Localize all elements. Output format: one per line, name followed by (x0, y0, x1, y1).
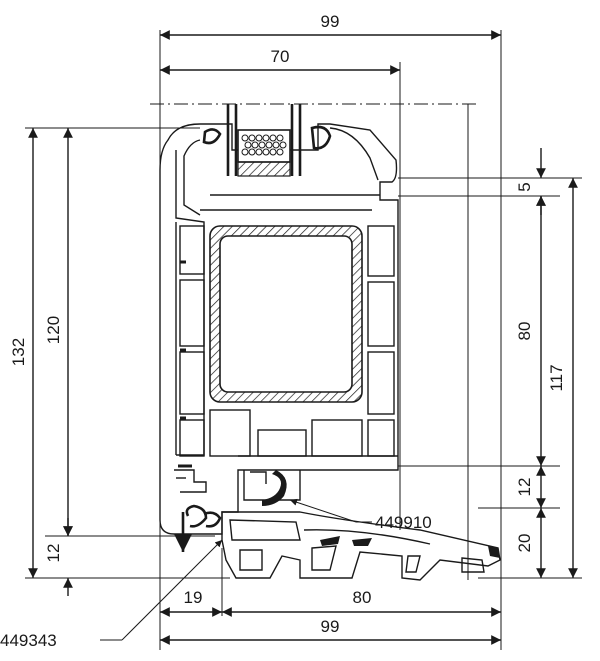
dim-right-12-label: 12 (515, 478, 534, 497)
left-dimension-12: 12 (44, 518, 73, 596)
dim-bottom-19-label: 19 (184, 588, 203, 607)
right-dimension-117: 117 (547, 178, 578, 578)
sash-profile (159, 104, 399, 535)
dim-right-80-label: 80 (515, 322, 534, 341)
dim-bottom-80-label: 80 (353, 588, 372, 607)
dim-left-12-label: 12 (44, 544, 63, 563)
leader-449343: 449343 (0, 539, 223, 650)
extension-lines (25, 30, 582, 650)
bottom-dimension-19: 19 (160, 588, 222, 617)
bottom-seal-left (174, 469, 222, 528)
right-dimension-20: 20 (515, 507, 546, 578)
part-number-449910: 449910 (375, 513, 432, 532)
right-dimension-5: 5 (515, 148, 546, 215)
dim-right-20-label: 20 (515, 534, 534, 553)
dim-top-70-label: 70 (271, 47, 290, 66)
dim-bottom-99-label: 99 (321, 617, 340, 636)
part-number-449343: 449343 (0, 631, 57, 650)
dim-top-99-label: 99 (321, 12, 340, 31)
top-dimension-70: 70 (160, 47, 400, 75)
leader-449910: 449910 (289, 498, 432, 532)
bottom-dimension-80: 80 (222, 588, 501, 617)
right-dimension-80: 80 (515, 196, 546, 466)
dim-left-120-label: 120 (44, 316, 63, 344)
top-dimension-99: 99 (160, 12, 501, 40)
hinge-dashes (178, 260, 192, 468)
dim-right-5-label: 5 (515, 182, 534, 191)
right-dimension-12: 12 (515, 466, 546, 508)
glazing-seal-right (310, 125, 332, 150)
glazing-seal-left (202, 128, 222, 145)
desiccant-beads (241, 134, 287, 156)
frame-sill-profile (221, 511, 501, 581)
left-dimension-120: 120 (44, 128, 73, 536)
bottom-dimension-99: 99 (160, 617, 501, 645)
left-dimension-132: 132 (9, 128, 38, 578)
dim-left-132-label: 132 (9, 338, 28, 366)
dim-right-117-label: 117 (547, 364, 566, 391)
center-seal-449910 (243, 470, 301, 506)
